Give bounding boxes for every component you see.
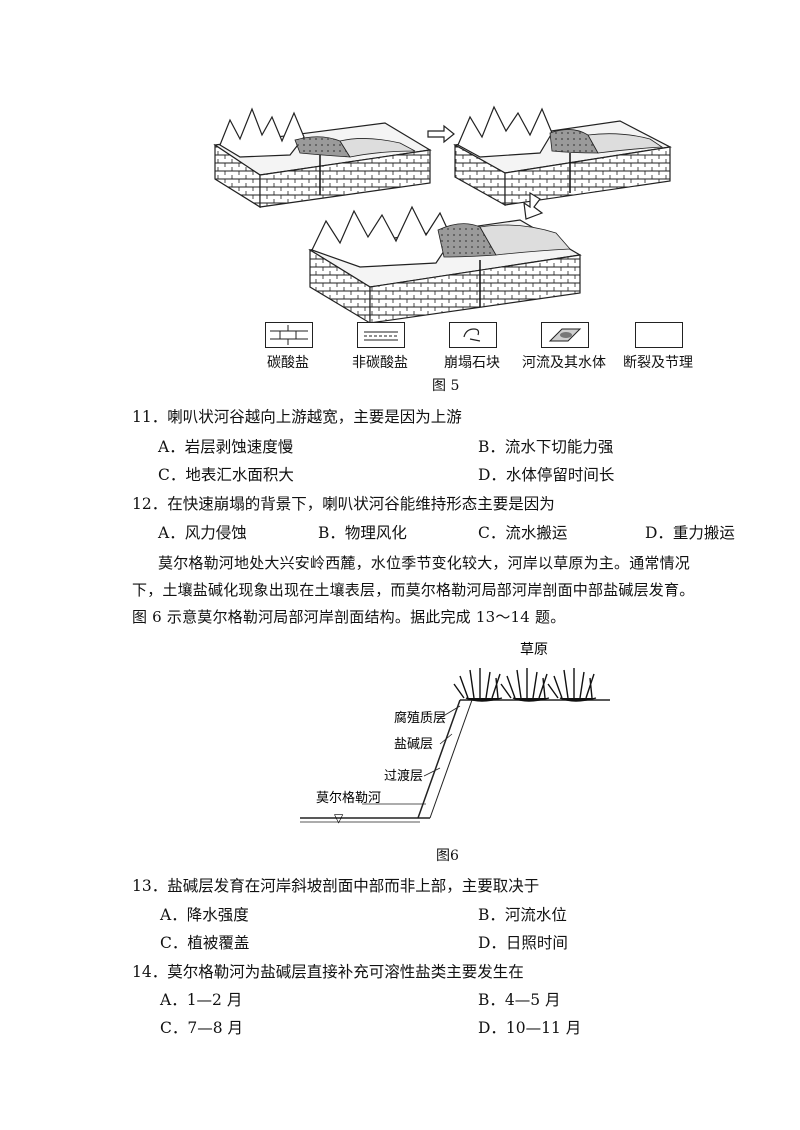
figure-5-caption: 图 5 (432, 378, 460, 394)
q11-option-b: B．流水下切能力强 (478, 438, 614, 456)
q12-option-c: C．流水搬运 (478, 524, 568, 542)
passage-line-2: 下，土壤盐碱化现象出现在土壤表层，而莫尔格勒河局部河岸剖面中部盐碱层发育。 (132, 581, 695, 599)
label-grassland: 草原 (520, 642, 548, 658)
q13-option-c: C．植被覆盖 (160, 934, 250, 952)
fault-joint-icon (635, 322, 683, 348)
label-humus-layer: 腐殖质层 (394, 710, 446, 726)
passage-line-1: 莫尔格勒河地处大兴安岭西麓，水位季节变化较大，河岸以草原为主。通常情况 (158, 554, 691, 572)
block-diagram-stage-3 (308, 205, 582, 325)
q14-option-d: D．10—11 月 (478, 1019, 582, 1037)
legend-label-carbonate: 碳酸盐 (267, 355, 309, 371)
label-river-name: 莫尔格勒河 (316, 790, 381, 806)
legend-label-collapse-block: 崩塌石块 (444, 355, 500, 371)
q14-option-c: C．7—8 月 (160, 1019, 244, 1037)
figure-6-caption: 图6 (436, 848, 459, 864)
q14-stem: 14．莫尔格勒河为盐碱层直接补充可溶性盐类主要发生在 (132, 963, 524, 981)
label-transition-layer: 过渡层 (384, 768, 423, 784)
figure-6-riverbank-profile: ▽ 草原 腐殖质层 盐碱层 过渡层 莫尔格勒河 (300, 642, 610, 825)
legend-label-fault-joint: 断裂及节理 (623, 355, 693, 371)
q11-option-d: D．水体停留时间长 (478, 466, 615, 484)
q13-option-a: A．降水强度 (160, 906, 249, 924)
q12-option-b: B．物理风化 (318, 524, 407, 542)
q14-option-a: A．1—2 月 (160, 991, 243, 1009)
label-saline-layer: 盐碱层 (394, 737, 433, 752)
legend-label-non-carbonate: 非碳酸盐 (352, 355, 408, 371)
q11-option-c: C．地表汇水面积大 (158, 466, 294, 484)
figure-5-block-diagrams (213, 105, 672, 325)
q13-option-d: D．日照时间 (478, 934, 568, 952)
q13-stem: 13．盐碱层发育在河岸斜坡剖面中部而非上部，主要取决于 (132, 877, 540, 895)
q13-option-b: B．河流水位 (478, 906, 567, 924)
arrow-down-left-icon (523, 191, 544, 220)
riverbank-slope-inner (429, 699, 473, 819)
block-diagram-stage-1 (213, 107, 432, 209)
q12-stem: 12．在快速崩塌的背景下，喇叭状河谷能维持形态主要是因为 (132, 495, 555, 513)
collapse-block-icon (449, 322, 497, 348)
water-level-icon: ▽ (334, 811, 344, 825)
passage-line-3: 图 6 示意莫尔格勒河局部河岸剖面结构。据此完成 13～14 题。 (132, 608, 566, 626)
q14-option-b: B．4—5 月 (478, 991, 561, 1009)
block-diagram-stage-2 (453, 105, 672, 207)
legend-label-river-water: 河流及其水体 (522, 355, 606, 371)
carbonate-pattern-icon (265, 322, 313, 348)
riverbank-slope-outer (417, 699, 461, 819)
river-water-icon (541, 322, 589, 348)
figure-5-legend: 碳酸盐 非碳酸盐 崩塌石块 河流及其水体 断裂及节理 (250, 322, 710, 372)
grass-tuft-icon (453, 668, 597, 702)
q11-option-a: A．岩层剥蚀速度慢 (158, 438, 294, 456)
arrow-right-icon (427, 124, 455, 144)
q11-stem: 11．喇叭状河谷越向上游越宽，主要是因为上游 (132, 408, 462, 426)
non-carbonate-pattern-icon (357, 322, 405, 348)
q12-option-a: A．风力侵蚀 (158, 524, 247, 542)
q12-option-d: D．重力搬运 (645, 524, 735, 542)
